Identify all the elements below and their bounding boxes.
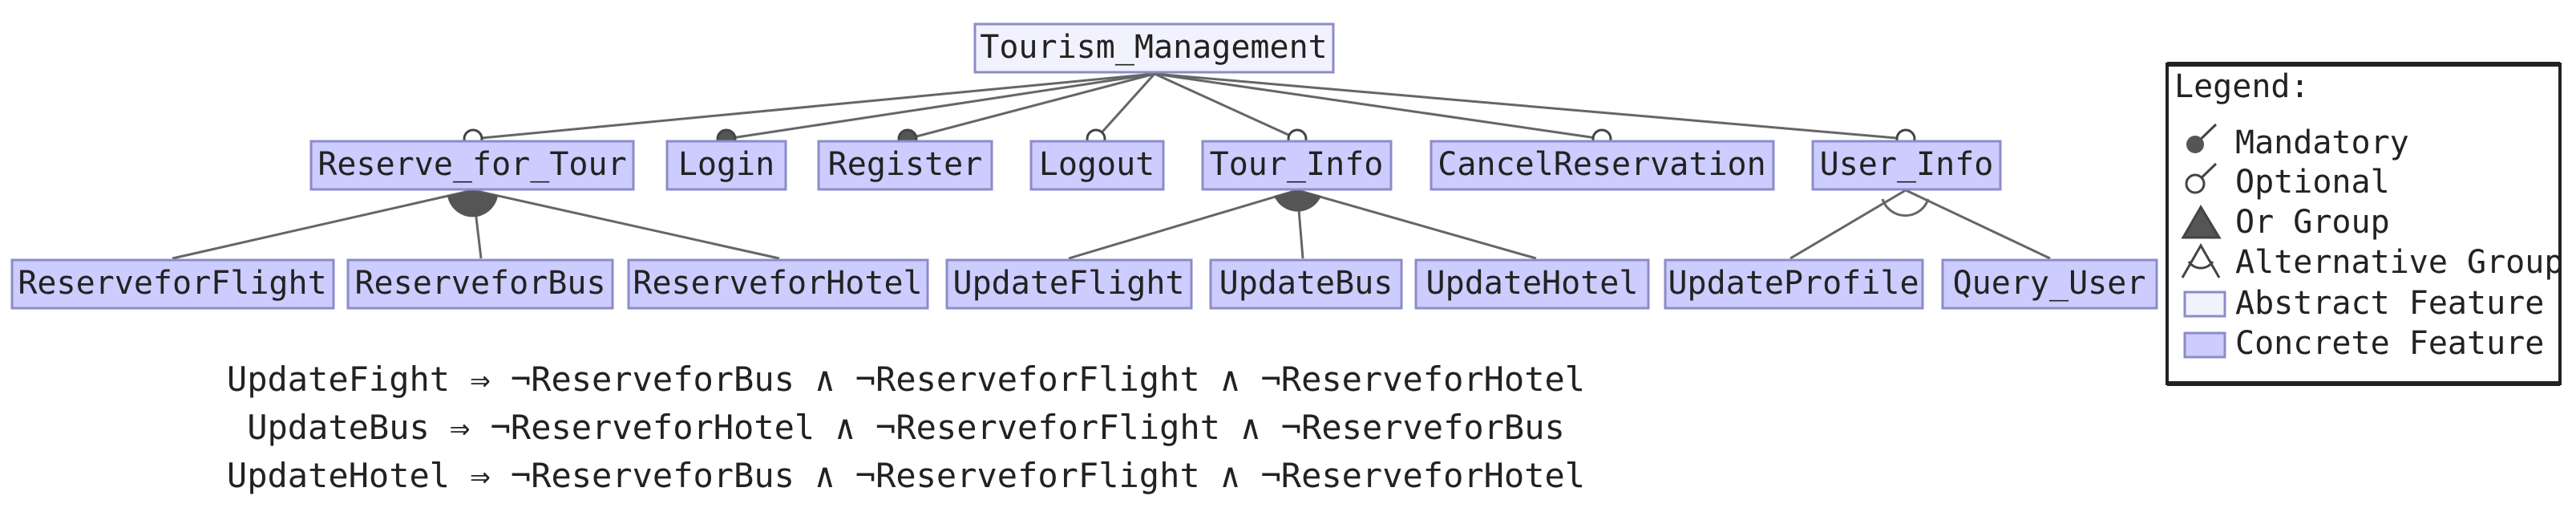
svg-text:Alternative Group: Alternative Group [2235, 244, 2563, 281]
feature-root: Tourism_Management [973, 22, 1335, 74]
svg-text:Or Group: Or Group [2235, 204, 2390, 241]
or-group-arc-tour-info [1274, 190, 1321, 212]
svg-text:UpdateHotel: UpdateHotel [1426, 265, 1639, 302]
feature-tour-info: Tour_Info [1201, 140, 1393, 191]
feature-update-flight: UpdateFlight [945, 258, 1193, 310]
alternative-group-legend-icon [2181, 242, 2221, 278]
svg-text:Mandatory: Mandatory [2235, 124, 2409, 161]
feature-query-user: Query_User [1941, 258, 2158, 310]
feature-reserve-for-hotel: ReserveforHotel [627, 258, 929, 310]
constraint-2: UpdateBus ⇒ ¬ReserveforHotel ∧ ¬Reservef… [247, 408, 1565, 447]
svg-text:CancelReservation: CancelReservation [1438, 146, 1765, 183]
svg-text:UpdateBus: UpdateBus [1219, 265, 1393, 302]
or-group-arc-reserve [447, 190, 498, 217]
svg-text:Concrete Feature: Concrete Feature [2235, 325, 2544, 362]
feature-register: Register [817, 140, 993, 191]
svg-text:Reserve_for_Tour: Reserve_for_Tour [317, 146, 626, 183]
svg-text:Query_User: Query_User [1953, 265, 2146, 302]
svg-text:ReserveforBus: ReserveforBus [354, 265, 605, 302]
svg-text:Register: Register [828, 146, 983, 183]
legend-title: Legend: [2174, 68, 2310, 105]
svg-text:UpdateProfile: UpdateProfile [1668, 265, 1919, 302]
feature-reserve-for-tour: Reserve_for_Tour [309, 140, 635, 191]
alternative-group-arc-user-info [1881, 198, 1930, 217]
feature-user-info: User_Info [1811, 140, 2002, 191]
svg-text:UpdateFlight: UpdateFlight [953, 265, 1185, 302]
feature-cancel-reservation: CancelReservation [1430, 140, 1775, 191]
feature-update-bus: UpdateBus [1209, 258, 1403, 310]
legend: Legend: Mandatory Optional Or Group Alte… [2166, 62, 2563, 386]
svg-text:User_Info: User_Info [1820, 146, 1994, 183]
feature-reserve-for-flight: ReserveforFlight [10, 258, 335, 310]
svg-text:Login: Login [678, 146, 774, 183]
mandatory-legend-icon [2186, 136, 2204, 153]
feature-logout: Logout [1029, 140, 1165, 191]
svg-text:Logout: Logout [1039, 146, 1155, 183]
feature-reserve-for-bus: ReserveforBus [346, 258, 614, 310]
svg-text:Abstract Feature: Abstract Feature [2235, 285, 2544, 322]
feature-root-label: Tourism_Management [980, 29, 1327, 66]
or-group-legend-icon [2181, 205, 2222, 239]
svg-text:ReserveforFlight: ReserveforFlight [18, 265, 326, 302]
concrete-feature-legend-swatch [2183, 331, 2226, 359]
abstract-feature-legend-swatch [2183, 291, 2226, 318]
optional-legend-icon [2185, 173, 2206, 194]
feature-login: Login [665, 140, 787, 191]
svg-text:ReserveforHotel: ReserveforHotel [633, 265, 922, 302]
constraint-3: UpdateHotel ⇒ ¬ReserveforBus ∧ ¬Reservef… [226, 456, 1586, 495]
svg-text:Tour_Info: Tour_Info [1210, 146, 1384, 183]
feature-update-profile: UpdateProfile [1664, 258, 1924, 310]
constraint-1: UpdateFight ⇒ ¬ReserveforBus ∧ ¬Reservef… [226, 360, 1586, 399]
feature-update-hotel: UpdateHotel [1414, 258, 1650, 310]
svg-text:Optional: Optional [2235, 164, 2390, 201]
